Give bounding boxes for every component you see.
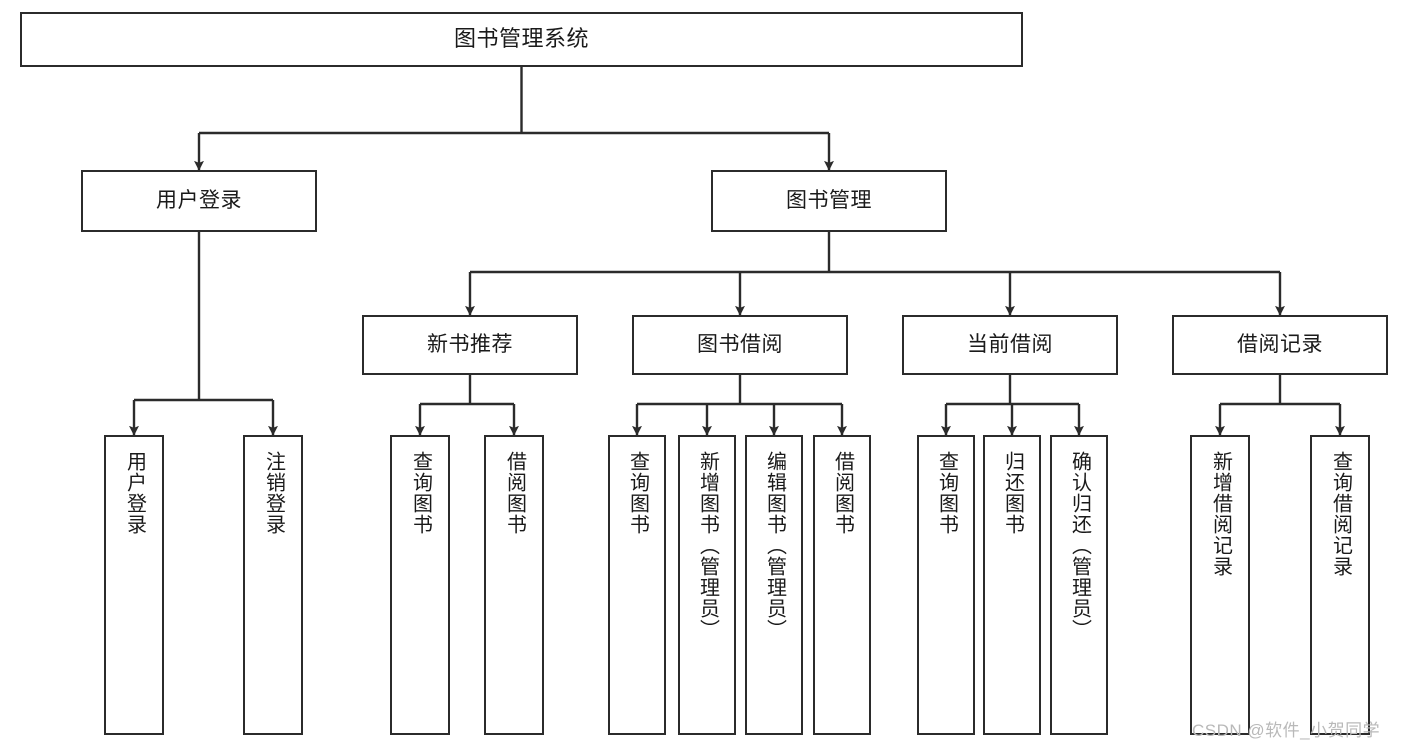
leaf-borrow-book-recommendation[interactable]: 借阅图书 — [484, 435, 544, 735]
leaf-borrow-book-borrowing[interactable]: 借阅图书 — [813, 435, 871, 735]
node-label: 新增图书（管理员） — [696, 451, 719, 640]
node-user-login[interactable]: 用户登录 — [81, 170, 317, 232]
node-label: 查询图书 — [626, 451, 649, 535]
node-label: 归还图书 — [1001, 451, 1024, 535]
node-label: 确认归还（管理员） — [1068, 451, 1091, 640]
node-label: 查询借阅记录 — [1329, 451, 1352, 577]
node-label: 借阅记录 — [1237, 333, 1323, 357]
node-label: 当前借阅 — [967, 333, 1053, 357]
node-label: 借阅图书 — [831, 451, 854, 535]
leaf-return-book[interactable]: 归还图书 — [983, 435, 1041, 735]
node-label: 图书借阅 — [697, 333, 783, 357]
leaf-add-book-admin[interactable]: 新增图书（管理员） — [678, 435, 736, 735]
leaf-logout[interactable]: 注销登录 — [243, 435, 303, 735]
leaf-add-borrowing-record[interactable]: 新增借阅记录 — [1190, 435, 1250, 735]
node-label: 查询图书 — [409, 451, 432, 535]
node-label: 图书管理 — [786, 189, 872, 213]
node-label: 用户登录 — [156, 189, 242, 213]
leaf-edit-book-admin[interactable]: 编辑图书（管理员） — [745, 435, 803, 735]
leaf-query-book-recommendation[interactable]: 查询图书 — [390, 435, 450, 735]
watermark-csdn: CSDN @软件_小贺同学 — [1192, 721, 1381, 740]
leaf-query-book-borrowing[interactable]: 查询图书 — [608, 435, 666, 735]
node-current-borrowing[interactable]: 当前借阅 — [902, 315, 1118, 375]
node-label: 查询图书 — [935, 451, 958, 535]
node-label: 借阅图书 — [503, 451, 526, 535]
node-label: 新增借阅记录 — [1209, 451, 1232, 577]
node-label: 编辑图书（管理员） — [763, 451, 786, 640]
leaf-query-borrowing-record[interactable]: 查询借阅记录 — [1310, 435, 1370, 735]
node-borrowing-record[interactable]: 借阅记录 — [1172, 315, 1388, 375]
node-label: 注销登录 — [262, 451, 285, 535]
leaf-user-login[interactable]: 用户登录 — [104, 435, 164, 735]
node-book-management[interactable]: 图书管理 — [711, 170, 947, 232]
node-label: 新书推荐 — [427, 333, 513, 357]
leaf-query-book-current[interactable]: 查询图书 — [917, 435, 975, 735]
node-new-book-recommendation[interactable]: 新书推荐 — [362, 315, 578, 375]
node-root-book-management-system[interactable]: 图书管理系统 — [20, 12, 1023, 67]
leaf-confirm-return-admin[interactable]: 确认归还（管理员） — [1050, 435, 1108, 735]
node-book-borrowing[interactable]: 图书借阅 — [632, 315, 848, 375]
node-label: 用户登录 — [123, 451, 146, 535]
node-label: 图书管理系统 — [453, 26, 589, 52]
